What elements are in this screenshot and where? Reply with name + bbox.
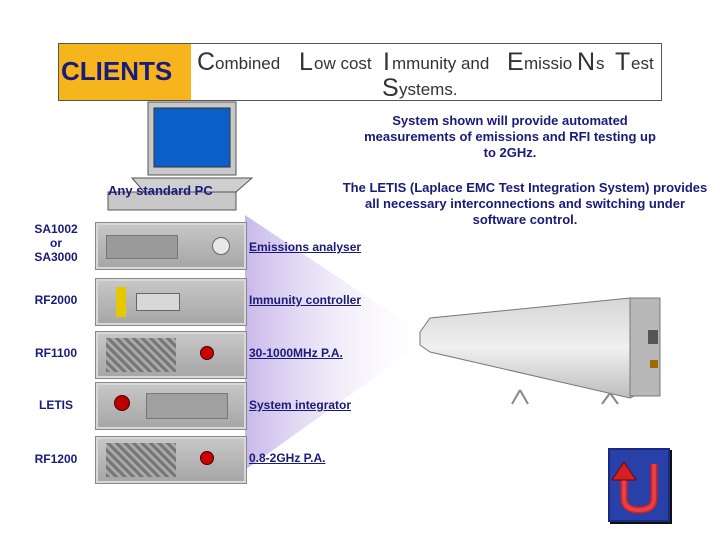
title-initial: L bbox=[299, 48, 313, 76]
signal-beam bbox=[245, 215, 420, 470]
knob-icon bbox=[212, 237, 230, 255]
switch-icon bbox=[114, 395, 130, 411]
rack-unit-sa1002 bbox=[95, 222, 247, 270]
vent-grille bbox=[106, 338, 176, 372]
indicator-strip bbox=[116, 287, 126, 317]
rack-description: System integrator bbox=[249, 398, 352, 412]
u-turn-arrow-icon bbox=[611, 461, 658, 514]
vent-grille bbox=[106, 443, 176, 477]
rack-description: 30-1000MHz P.A. bbox=[249, 346, 343, 360]
rack-unit-rf2000 bbox=[95, 278, 247, 326]
title-initial: S bbox=[382, 74, 399, 102]
rack-unit-rf1200 bbox=[95, 436, 247, 484]
rack-unit-rf1100 bbox=[95, 331, 247, 379]
clients-heading: CLIENTS bbox=[61, 56, 173, 86]
rack-unit-letis bbox=[95, 382, 247, 430]
title-initial: C bbox=[197, 48, 216, 76]
title-initial: I bbox=[383, 48, 390, 76]
title-word: est bbox=[631, 54, 654, 73]
computer-icon bbox=[107, 101, 254, 211]
connector-panel bbox=[146, 393, 228, 419]
title-banner: CLIENTS C ombined L ow cost I mmunity an… bbox=[58, 43, 662, 102]
rack-model-label: RF2000 bbox=[34, 293, 78, 307]
return-button[interactable] bbox=[608, 448, 670, 522]
display-window bbox=[136, 293, 180, 311]
title-word: missio bbox=[524, 54, 573, 73]
rack-description: Emissions analyser bbox=[249, 240, 362, 254]
title-word: mmunity and bbox=[392, 54, 490, 73]
title-word: ow cost bbox=[314, 54, 372, 73]
title-word: s bbox=[596, 54, 605, 73]
letis-description: The LETIS (Laplace EMC Test Integration … bbox=[342, 180, 708, 227]
automated-measurements-note: System shown will provide automated meas… bbox=[364, 113, 656, 160]
title-word: ombined bbox=[215, 54, 281, 73]
rack-model-label: LETIS bbox=[38, 398, 73, 412]
title-initial: T bbox=[615, 48, 631, 76]
clients-badge bbox=[59, 44, 191, 100]
title-initial: E bbox=[507, 48, 524, 76]
pc-label: Any standard PC bbox=[108, 183, 213, 198]
power-led-icon bbox=[200, 346, 214, 360]
rack-panel bbox=[106, 235, 178, 259]
rack-model-label: RF1100 bbox=[34, 346, 78, 360]
power-led-icon bbox=[200, 451, 214, 465]
test-chamber bbox=[419, 297, 661, 405]
title-word: ystems. bbox=[399, 80, 458, 99]
rack-model-label: RF1200 bbox=[34, 452, 78, 466]
rack-description: 0.8-2GHz P.A. bbox=[249, 451, 326, 465]
rack-description: Immunity controller bbox=[249, 293, 362, 307]
title-initial: N bbox=[577, 48, 596, 76]
